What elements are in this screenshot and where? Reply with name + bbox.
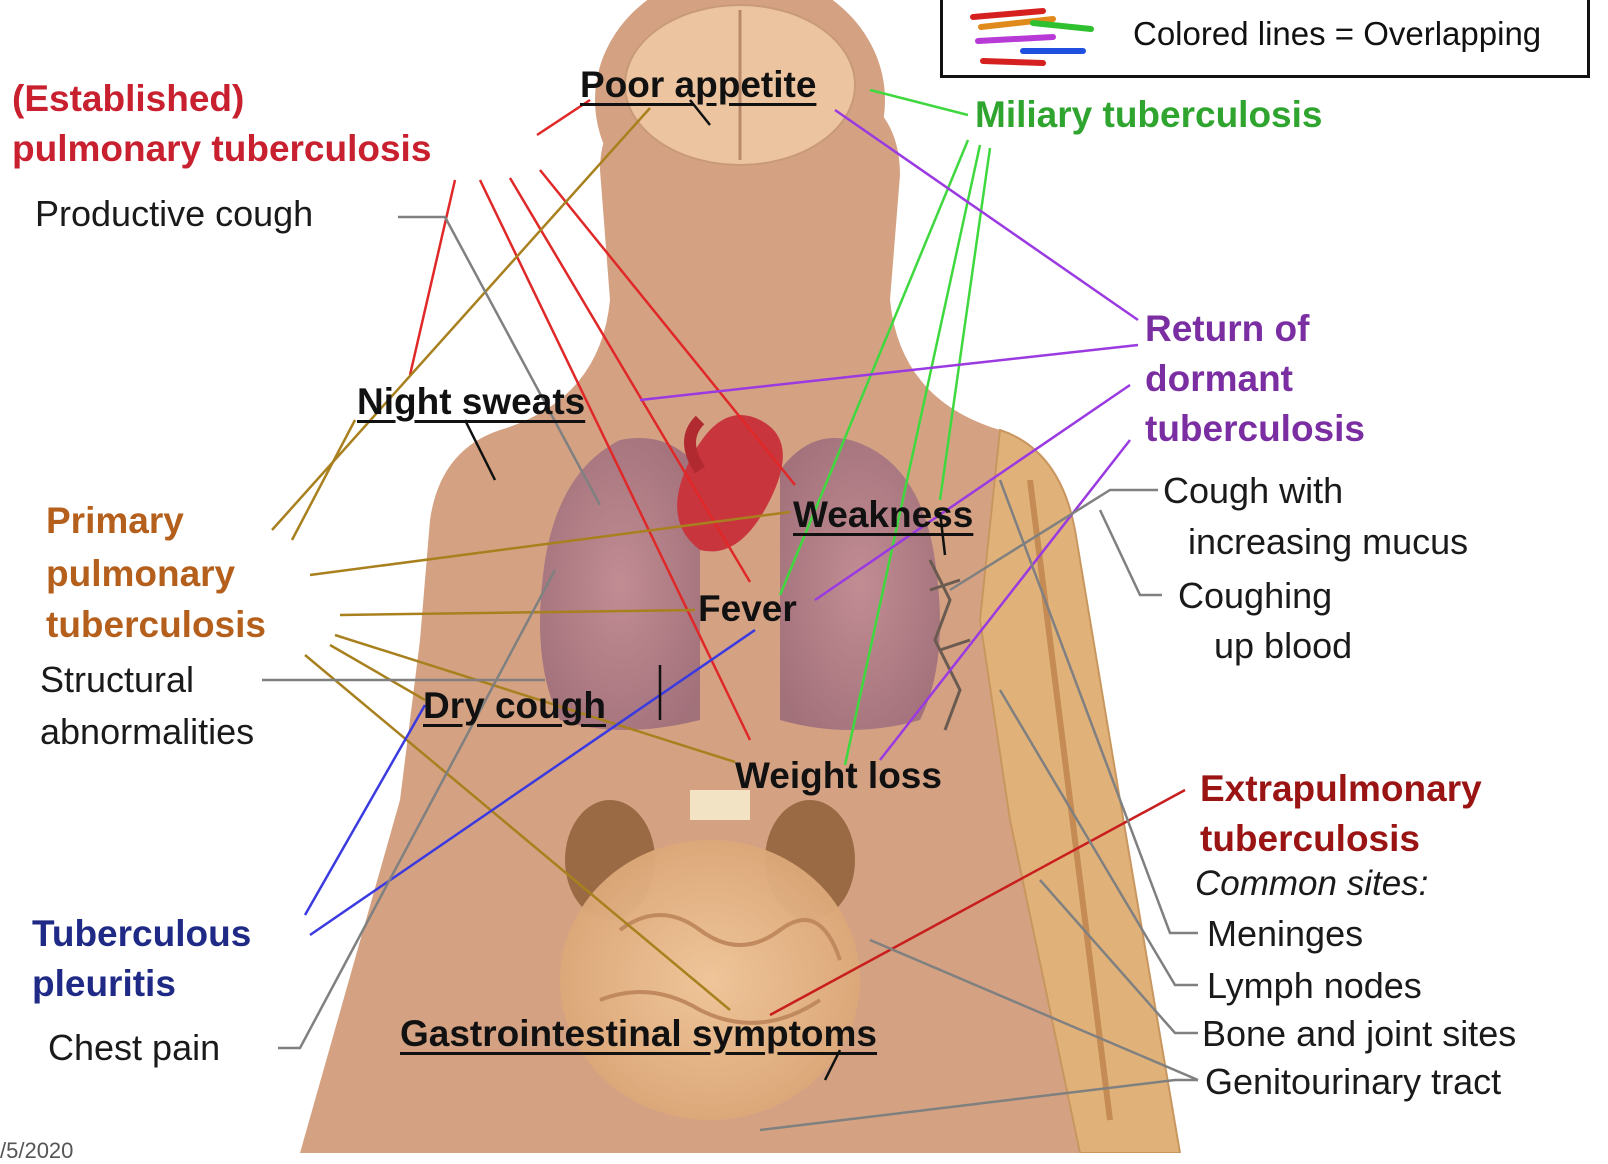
cough-mucus-label-line1: Cough with — [1163, 473, 1343, 509]
site-meninges: Meninges — [1207, 916, 1363, 952]
line-dormant-night-sweats — [640, 345, 1138, 400]
pleuritis-label-line2: pleuritis — [32, 965, 176, 1002]
line-primary-fever — [340, 610, 695, 615]
primary-label-line1: Primary — [46, 502, 184, 539]
extrapulmonary-label-line2: tuberculosis — [1200, 820, 1420, 857]
line-chest-pain — [278, 570, 555, 1048]
line-primary-weakness — [310, 512, 790, 575]
symptom-fever: Fever — [698, 590, 797, 627]
legend: Colored lines = Overlapping — [940, 0, 1590, 78]
symptom-weakness: Weakness — [793, 496, 973, 533]
dormant-label-line2: dormant — [1145, 360, 1293, 397]
line-productive-cough — [398, 217, 600, 505]
line-miliary-poor-appetite — [870, 90, 968, 115]
cough-blood-label-line2: up blood — [1214, 628, 1352, 664]
pleuritis-label-line1: Tuberculous — [32, 915, 251, 952]
site-bone-joint: Bone and joint sites — [1202, 1016, 1516, 1052]
legend-text: Colored lines = Overlapping — [1133, 15, 1541, 53]
established-label-line1: (Established) — [12, 80, 244, 117]
line-extrapulmonary-gi — [770, 790, 1185, 1015]
line-established-weakness — [540, 170, 795, 485]
legend-swatch-icon — [943, 0, 1133, 79]
line-genitourinary-2 — [870, 940, 1198, 1080]
symptom-poor-appetite: Poor appetite — [580, 66, 816, 103]
established-label-line2: pulmonary tuberculosis — [12, 130, 431, 167]
primary-label-line3: tuberculosis — [46, 606, 266, 643]
extrapulmonary-label-line1: Extrapulmonary — [1200, 770, 1482, 807]
line-meninges — [1000, 480, 1198, 933]
site-lymph-nodes: Lymph nodes — [1207, 968, 1422, 1004]
miliary-label: Miliary tuberculosis — [975, 96, 1323, 133]
cough-blood-label-line1: Coughing — [1178, 578, 1332, 614]
symptom-weight-loss: Weight loss — [735, 757, 942, 794]
structural-label-line2: abnormalities — [40, 714, 254, 750]
line-cough-mucus — [950, 490, 1158, 590]
productive-cough-label: Productive cough — [35, 196, 313, 232]
line-dormant-poor-appetite — [835, 110, 1138, 320]
line-established-poor-appetite — [537, 100, 590, 135]
symptom-dry-cough: Dry cough — [423, 687, 606, 724]
cough-mucus-label-line2: increasing mucus — [1188, 524, 1468, 560]
line-pleuritis-dry-cough — [305, 705, 425, 915]
site-genitourinary: Genitourinary tract — [1205, 1064, 1501, 1100]
line-genitourinary — [760, 1080, 1198, 1130]
chest-pain-label: Chest pain — [48, 1030, 220, 1066]
line-miliary-weight-loss — [845, 145, 980, 765]
line-dormant-weight-loss — [880, 440, 1130, 760]
dormant-label-line1: Return of — [1145, 310, 1309, 347]
primary-label-line2: pulmonary — [46, 555, 235, 592]
date-stamp: /5/2020 — [0, 1138, 73, 1164]
symptom-gastrointestinal: Gastrointestinal symptoms — [400, 1015, 877, 1052]
structural-label-line1: Structural — [40, 662, 194, 698]
dormant-label-line3: tuberculosis — [1145, 410, 1365, 447]
line-pleuritis-fever — [310, 630, 755, 935]
line-cough-blood — [1100, 510, 1162, 595]
line-bone — [1040, 880, 1198, 1033]
common-sites-heading: Common sites: — [1195, 866, 1428, 901]
line-primary-night-sweats — [292, 420, 355, 540]
line-primary-dry-cough — [330, 645, 425, 700]
symptom-night-sweats: Night sweats — [357, 383, 585, 420]
line-dormant-fever — [815, 385, 1130, 600]
line-established-night-sweats — [410, 180, 455, 375]
